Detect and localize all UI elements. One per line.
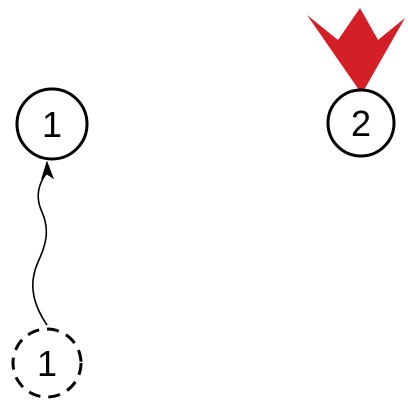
node-2-label: 2 <box>351 103 371 144</box>
node-2-circle <box>326 88 396 158</box>
node-1-ghost: 1 <box>11 327 83 399</box>
node-1-circle <box>15 87 89 161</box>
wavy-arrow-icon <box>32 160 55 326</box>
node-1-ghost-label: 1 <box>37 343 57 384</box>
node-1-ghost-circle <box>11 327 83 399</box>
node-2: 2 <box>326 88 396 158</box>
node-1-label: 1 <box>42 104 62 145</box>
red-crown-arrow-icon <box>307 8 405 90</box>
wavy-arrow-path <box>32 171 48 326</box>
node-1: 1 <box>15 87 89 161</box>
wavy-arrow-head <box>41 160 55 180</box>
